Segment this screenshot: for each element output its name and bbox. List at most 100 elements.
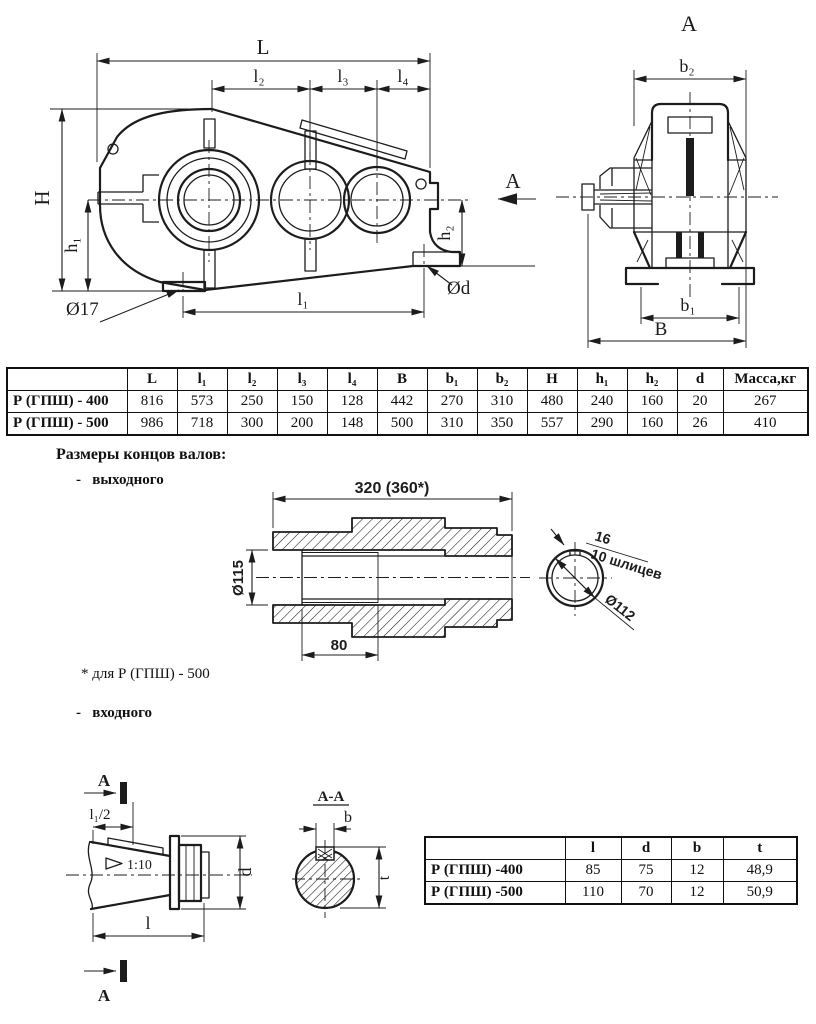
dim-b2: b₂ — [679, 56, 694, 76]
value-cell: 128 — [326, 390, 378, 413]
section-A-A-title: А-А — [318, 789, 345, 805]
section-title: Размеры концов валов: — [56, 446, 227, 463]
dim-l4: l₄ — [397, 66, 408, 86]
value-cell: 300 — [226, 412, 278, 436]
value-cell: 150 — [276, 390, 328, 413]
view-label-A: А — [505, 169, 521, 193]
value-cell: 50,9 — [722, 881, 798, 905]
column-header: b₂ — [476, 367, 528, 391]
dim-h2: h₂ — [434, 225, 454, 240]
column-header: b₁ — [426, 367, 478, 391]
value-cell: 442 — [376, 390, 428, 413]
section-mark-A-bottom: А — [98, 986, 111, 1005]
column-header: t — [722, 836, 798, 860]
output-shaft-drawing: 320 (360*) 80 Ø115 16 10 шлицев Ø112 — [230, 480, 665, 661]
column-header — [6, 367, 128, 391]
value-cell: 26 — [676, 412, 724, 436]
taper-label: 1:10 — [127, 858, 152, 873]
input-shaft-drawing: А l₁/2 1:10 d — [66, 771, 393, 1005]
value-cell: 48,9 — [722, 859, 798, 882]
dim-h1: h₁ — [61, 237, 81, 252]
column-header: Масса,кг — [722, 367, 809, 391]
value-cell: 410 — [722, 412, 809, 436]
value-cell: 20 — [676, 390, 724, 413]
row-label: Р (ГПШ) -400 — [424, 859, 566, 882]
bolt-hole — [415, 178, 427, 190]
value-cell: 110 — [564, 881, 622, 905]
value-cell: 160 — [626, 412, 678, 436]
value-cell: 267 — [722, 390, 809, 413]
value-cell: 85 — [564, 859, 622, 882]
gearbox-side-view: L l₂ l₃ l₄ H h₁ h₂ l₁ Ø17 — [30, 35, 536, 323]
column-header: d — [676, 367, 724, 391]
dim-l: l — [145, 913, 150, 933]
splines-label: 10 шлицев — [589, 546, 664, 583]
column-header — [424, 836, 566, 860]
section-A-A-view: А-А b t — [292, 789, 393, 918]
value-cell: 310 — [476, 390, 528, 413]
column-header: H — [526, 367, 578, 391]
value-cell: 200 — [276, 412, 328, 436]
column-header: B — [376, 367, 428, 391]
value-cell: 310 — [426, 412, 478, 436]
column-header: l₂ — [226, 367, 278, 391]
dim-16: 16 — [593, 528, 613, 548]
dim-H: H — [30, 190, 54, 205]
column-header: l₄ — [326, 367, 378, 391]
value-cell: 12 — [670, 859, 724, 882]
value-cell: 148 — [326, 412, 378, 436]
dim-b: b — [344, 809, 352, 826]
dim-diad: Ød — [447, 278, 471, 299]
footnote: * для Р (ГПШ) - 500 — [81, 666, 210, 682]
dim-dia17: Ø17 — [66, 299, 99, 320]
dim-l3: l₃ — [337, 66, 348, 86]
value-cell: 573 — [176, 390, 228, 413]
view-title-A: А — [681, 11, 697, 36]
output-shaft-bullet: - выходного — [76, 472, 164, 488]
value-cell: 986 — [126, 412, 178, 436]
dim-d: d — [235, 868, 255, 877]
value-cell: 270 — [426, 390, 478, 413]
dim-L: L — [257, 35, 270, 59]
section-mark-A-top: А — [98, 771, 111, 790]
column-header: b — [670, 836, 724, 860]
dim-320: 320 (360*) — [355, 480, 430, 497]
row-label: Р (ГПШ) - 400 — [6, 390, 128, 413]
value-cell: 290 — [576, 412, 628, 436]
value-cell: 718 — [176, 412, 228, 436]
dim-80: 80 — [331, 637, 348, 654]
dim-dia115: Ø115 — [230, 560, 247, 596]
value-cell: 500 — [376, 412, 428, 436]
column-header: l₁ — [176, 367, 228, 391]
value-cell: 160 — [626, 390, 678, 413]
value-cell: 250 — [226, 390, 278, 413]
dim-l2: l₂ — [253, 66, 264, 86]
value-cell: 480 — [526, 390, 578, 413]
column-header: h₂ — [626, 367, 678, 391]
left-foot — [161, 280, 207, 293]
row-label: Р (ГПШ) -500 — [424, 881, 566, 905]
assembly-drawing: L l₂ l₃ l₄ H h₁ h₂ l₁ Ø17 — [30, 11, 778, 348]
dim-l1: l₁ — [297, 289, 308, 309]
input-shaft-view: А l₁/2 1:10 d — [66, 771, 255, 1005]
dim-b1: b₁ — [680, 295, 695, 315]
value-cell: 12 — [670, 881, 724, 905]
value-cell: 557 — [526, 412, 578, 436]
column-header: h₁ — [576, 367, 628, 391]
column-header: d — [620, 836, 672, 860]
value-cell: 70 — [620, 881, 672, 905]
bolt-hole — [107, 143, 119, 155]
value-cell: 75 — [620, 859, 672, 882]
row-label: Р (ГПШ) - 500 — [6, 412, 128, 436]
input-shaft-bullet: - входного — [76, 705, 153, 721]
column-header: l₃ — [276, 367, 328, 391]
column-header: L — [126, 367, 178, 391]
column-header: l — [564, 836, 622, 860]
